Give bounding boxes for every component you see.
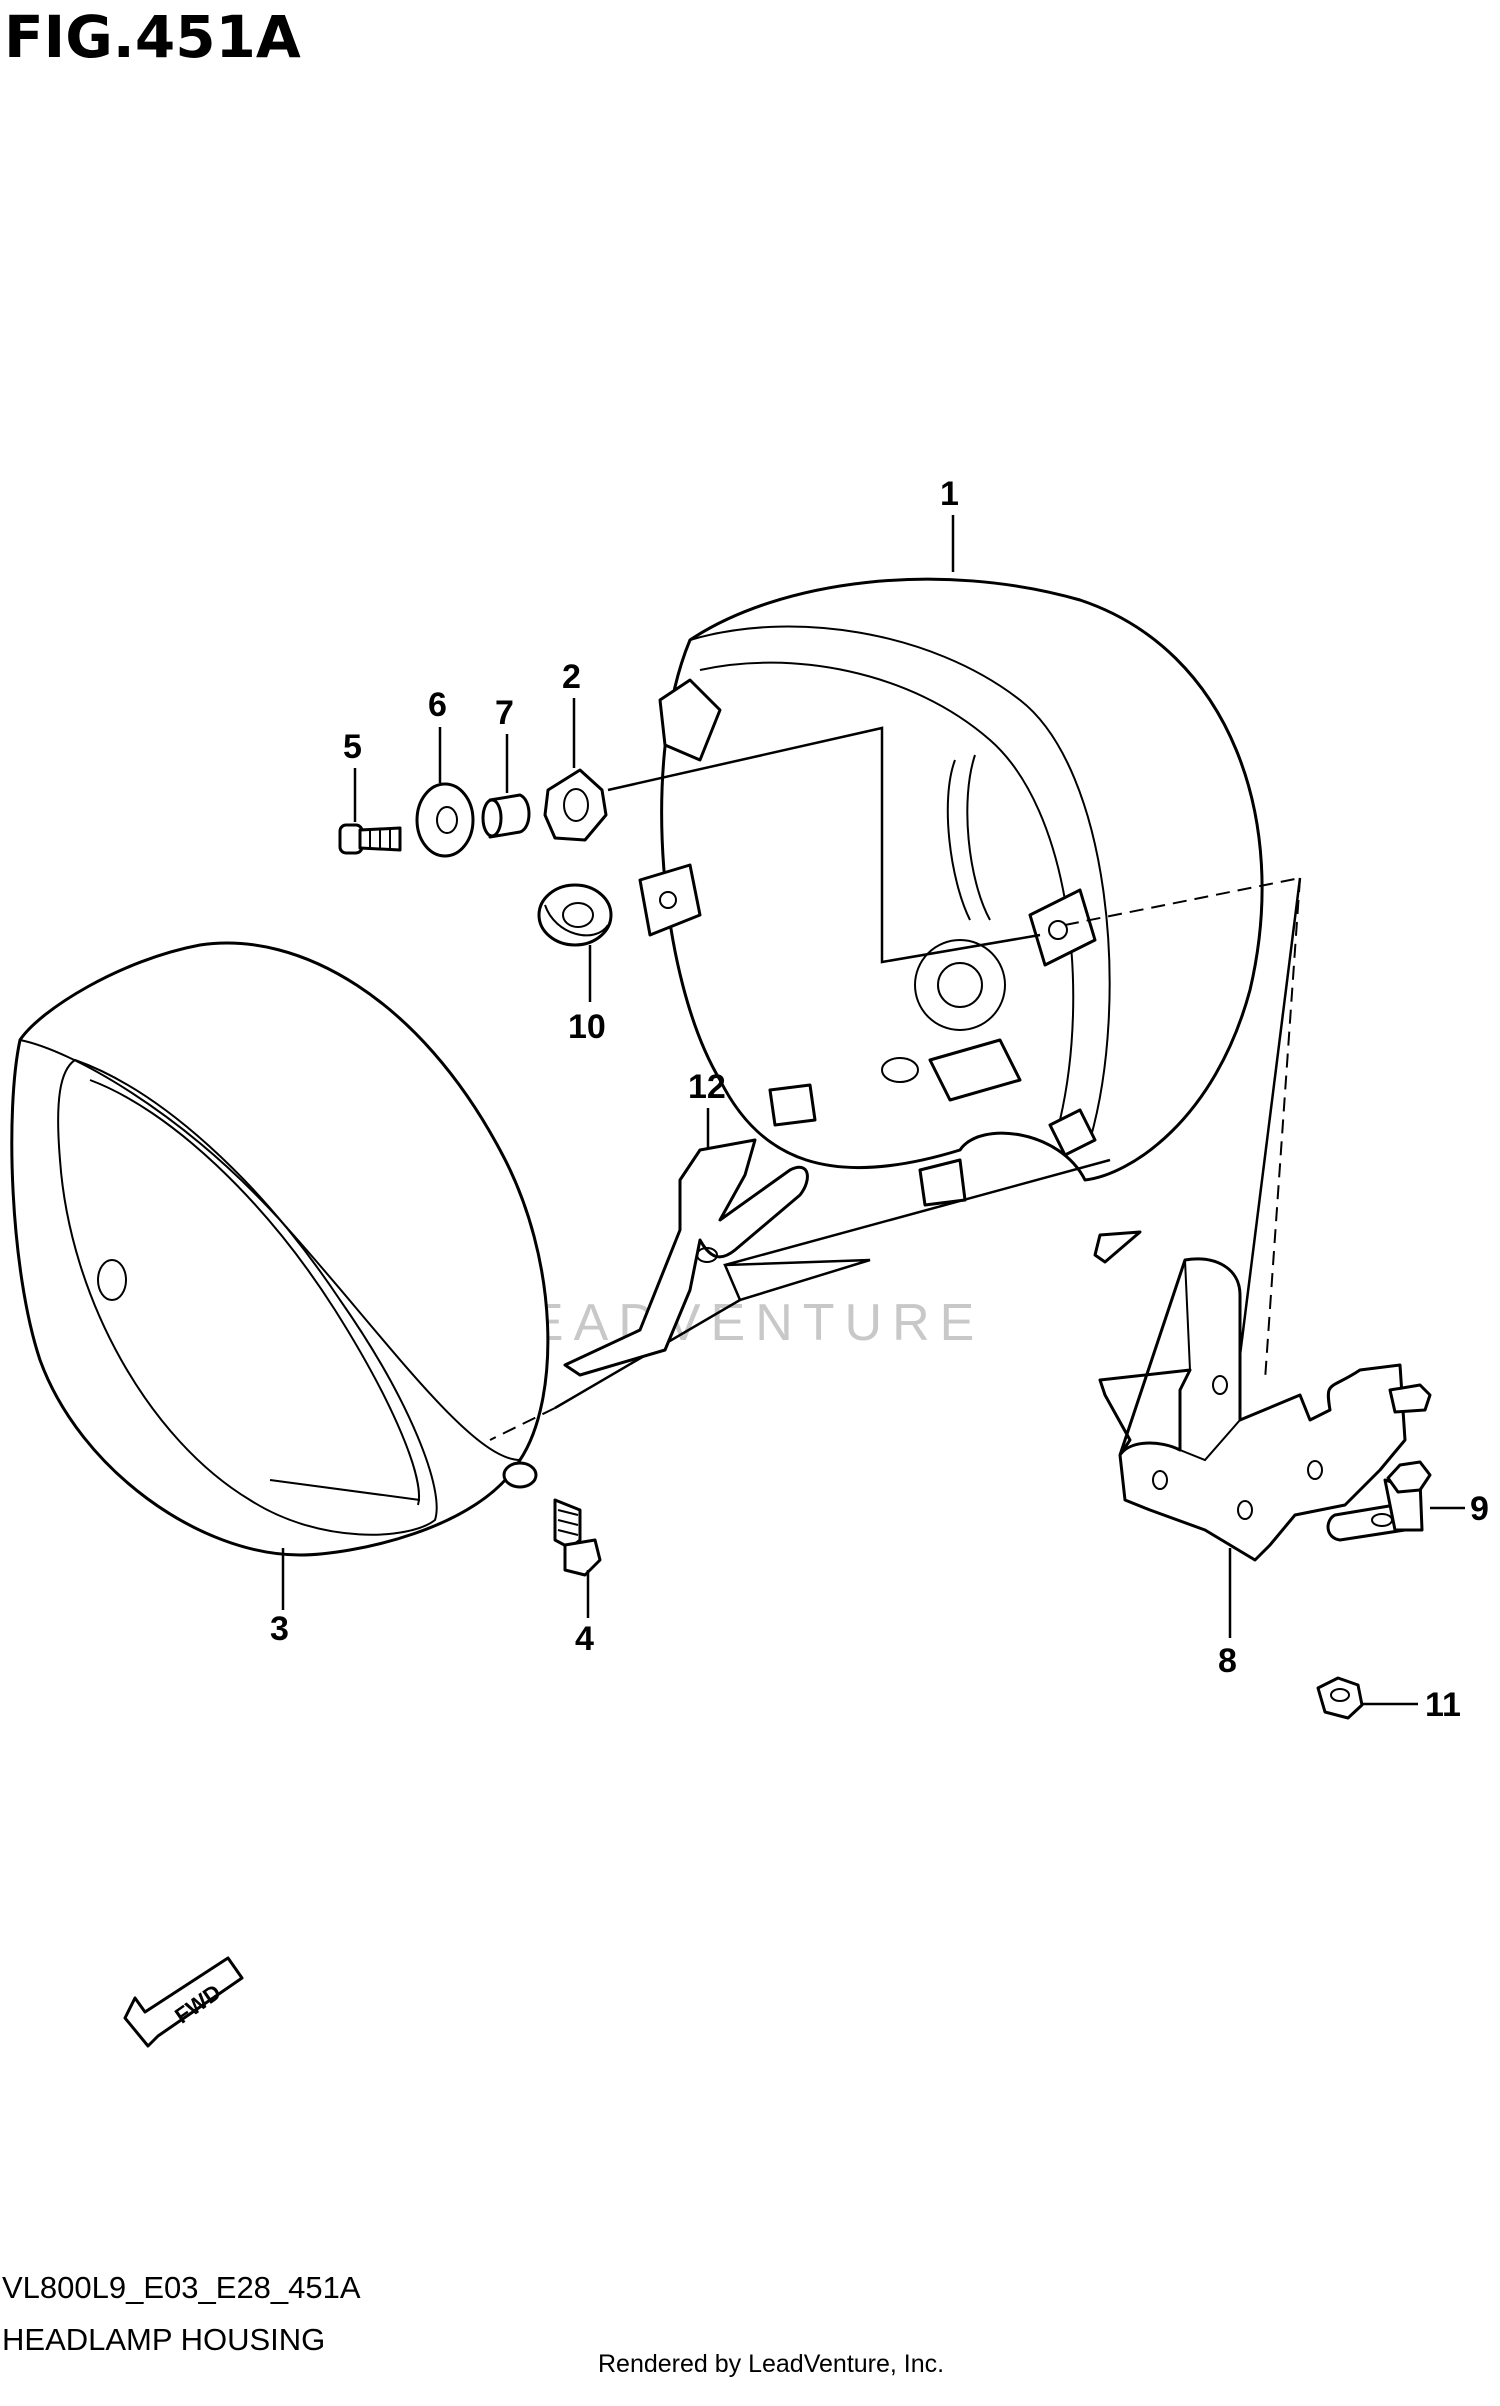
callout-11: 11 xyxy=(1425,1686,1461,1724)
callout-2: 2 xyxy=(562,658,581,696)
cushion-part-10 xyxy=(537,883,613,947)
callout-10: 10 xyxy=(568,1008,606,1046)
callout-9: 9 xyxy=(1470,1490,1489,1528)
collar-part-7 xyxy=(481,793,531,839)
nut-part-11 xyxy=(1316,1676,1364,1720)
clip-part-12 xyxy=(563,1138,809,1377)
figure-title: FIG.451A xyxy=(4,3,301,71)
callout-3: 3 xyxy=(270,1610,289,1648)
callout-6: 6 xyxy=(428,686,447,724)
headlamp-rim xyxy=(10,941,550,1557)
assembly-dash-1 xyxy=(1064,877,1301,926)
callout-8: 8 xyxy=(1218,1642,1237,1680)
callout-7: 7 xyxy=(495,694,514,732)
diagram-name: HEADLAMP HOUSING xyxy=(2,2322,326,2357)
washer-part-6 xyxy=(415,782,475,858)
diagram-code: VL800L9_E03_E28_451A xyxy=(2,2270,361,2305)
screw-part-4 xyxy=(553,1498,602,1577)
assembly-line-12 xyxy=(723,1158,1111,1302)
fwd-arrow-icon: FWD xyxy=(123,1956,244,2048)
assembly-line-8 xyxy=(1233,877,1302,1396)
headlamp-housing-shell xyxy=(638,577,1264,1207)
assembly-line-2 xyxy=(607,726,1041,964)
callout-5: 5 xyxy=(343,728,362,766)
callout-4: 4 xyxy=(575,1620,594,1658)
screw-part-5 xyxy=(338,823,402,855)
render-credit: Rendered by LeadVenture, Inc. xyxy=(598,2350,945,2378)
bracket-part-8 xyxy=(1093,1230,1432,1562)
assembly-dash-2 xyxy=(1264,877,1301,1381)
callout-1: 1 xyxy=(940,475,959,513)
grommet-part-2 xyxy=(543,768,608,842)
bolt-part-9 xyxy=(1383,1460,1432,1532)
assembly-dash-rim xyxy=(489,1407,556,1441)
callout-12: 12 xyxy=(688,1068,726,1106)
